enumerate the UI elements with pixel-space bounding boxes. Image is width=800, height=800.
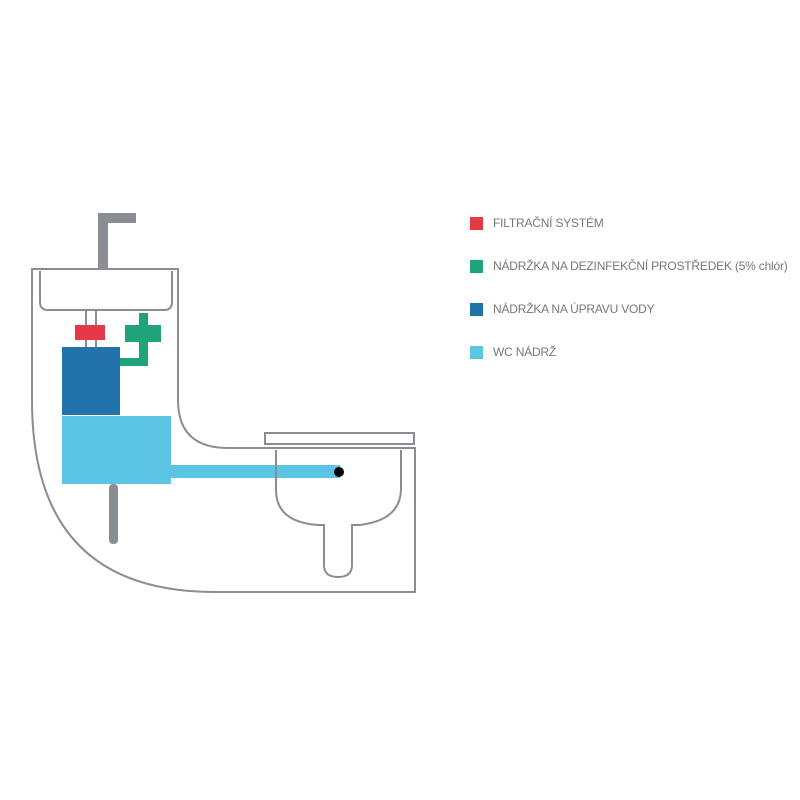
- legend-item-disinfectant: NÁDRŽKA NA DEZINFEKČNÍ PROSTŘEDEK (5% ch…: [470, 258, 788, 274]
- toilet-lid: [264, 432, 415, 445]
- legend: FILTRAČNÍ SYSTÉM NÁDRŽKA NA DEZINFEKČNÍ …: [470, 215, 788, 387]
- drain-pipe: [109, 484, 118, 544]
- legend-item-wc-tank: WC NÁDRŽ: [470, 344, 788, 360]
- water-treatment-tank: [62, 347, 120, 415]
- flush-outlet: [334, 467, 344, 477]
- faucet: [98, 213, 136, 270]
- swatch-icon: [470, 216, 483, 230]
- filter-system: [75, 325, 105, 340]
- disinfectant-tank: [120, 313, 161, 366]
- toilet-bowl: [275, 450, 402, 579]
- swatch-icon: [470, 259, 483, 273]
- sink-basin: [39, 271, 173, 311]
- swatch-icon: [470, 302, 483, 316]
- legend-label: WC NÁDRŽ: [493, 345, 557, 359]
- unit-outline: [31, 268, 416, 593]
- legend-label: FILTRAČNÍ SYSTÉM: [493, 216, 604, 230]
- legend-item-water-treatment: NÁDRŽKA NA ÚPRAVU VODY: [470, 301, 788, 317]
- legend-label: NÁDRŽKA NA DEZINFEKČNÍ PROSTŘEDEK (5% ch…: [493, 259, 788, 273]
- legend-item-filter: FILTRAČNÍ SYSTÉM: [470, 215, 788, 231]
- wc-feed-pipe: [171, 465, 340, 478]
- wc-tank: [62, 416, 171, 484]
- swatch-icon: [470, 345, 483, 359]
- legend-label: NÁDRŽKA NA ÚPRAVU VODY: [493, 302, 655, 316]
